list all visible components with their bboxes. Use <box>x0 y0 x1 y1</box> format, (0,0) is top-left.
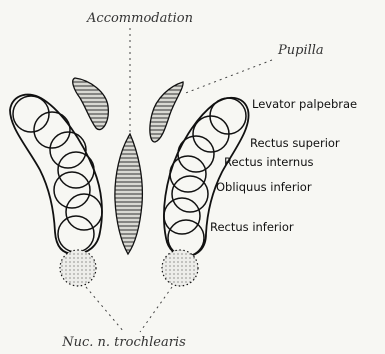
label-levator-palpebrae: Levator palpebrae <box>252 97 357 111</box>
cell-circle <box>164 198 200 234</box>
leader-trochlearis-left <box>86 287 124 332</box>
trochlearis-nucleus-left <box>60 250 96 286</box>
cell-circle <box>172 176 208 212</box>
pupilla-nucleus-right <box>150 82 183 142</box>
cell-circle <box>66 194 102 230</box>
label-accommodation: Accommodation <box>86 11 193 26</box>
label-pupilla: Pupilla <box>277 43 324 58</box>
cell-circle <box>58 216 94 252</box>
leader-trochlearis-right <box>140 287 172 332</box>
cell-circle <box>54 172 90 208</box>
label-rectus-internus: Rectus internus <box>224 155 313 169</box>
trochlearis-nucleus-right <box>162 250 198 286</box>
cell-circle <box>168 220 204 256</box>
pupilla-nucleus-left <box>73 78 109 130</box>
label-obliquus-inferior: Obliquus inferior <box>216 180 312 194</box>
label-nuc-trochlearis: Nuc. n. trochlearis <box>61 335 186 350</box>
leader-pupilla <box>183 60 272 94</box>
cell-circle <box>170 156 206 192</box>
accommodation-nucleus <box>115 134 142 254</box>
cell-circle <box>178 136 214 172</box>
label-rectus-inferior: Rectus inferior <box>210 220 294 234</box>
label-rectus-superior: Rectus superior <box>250 136 340 150</box>
